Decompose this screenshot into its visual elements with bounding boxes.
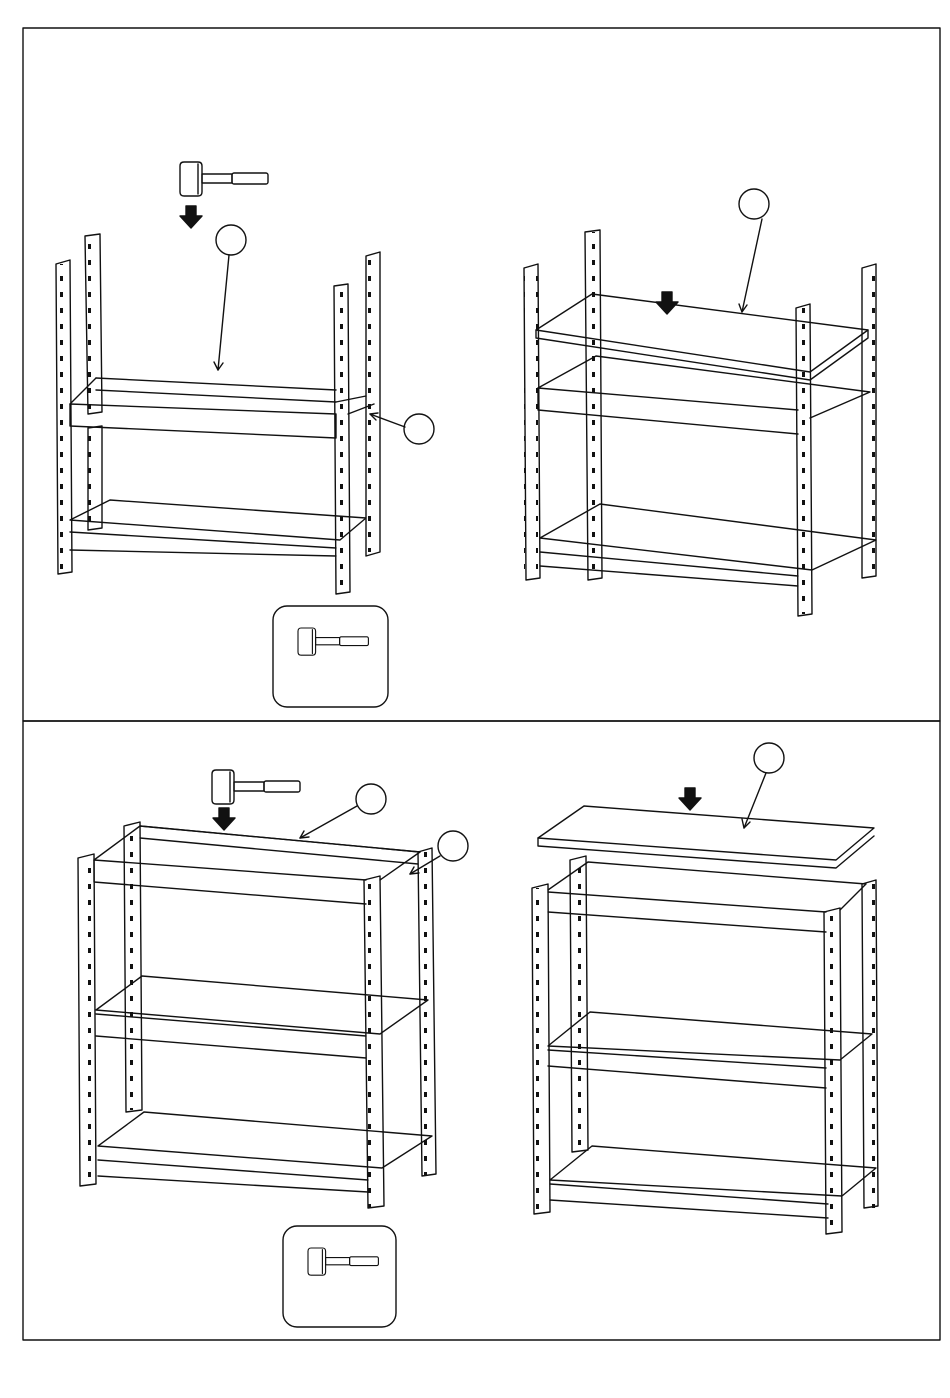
callout-circle — [356, 784, 386, 814]
callout-circle — [438, 831, 468, 861]
arrow-down-icon — [656, 292, 678, 314]
arrow-down-icon — [679, 788, 701, 810]
step-place-middle-shelf — [524, 189, 876, 616]
callout-circle — [404, 414, 434, 444]
tool-box — [273, 606, 388, 707]
step-frame-bottom-beam — [56, 162, 434, 707]
tool-box — [283, 1226, 396, 1327]
step-place-top-shelf — [532, 743, 878, 1234]
upright-post — [862, 880, 878, 1208]
upright-post — [78, 854, 96, 1186]
step-top-frame-beam — [78, 770, 468, 1327]
rubber-mallet-icon — [308, 1248, 378, 1275]
upright-post — [532, 884, 550, 1214]
upright-post — [524, 264, 540, 580]
upright-post — [862, 264, 876, 578]
panel-frame-bottom — [23, 721, 940, 1340]
upright-post — [364, 876, 384, 1208]
rubber-mallet-icon — [180, 162, 268, 196]
callout-circle — [754, 743, 784, 773]
rubber-mallet-icon — [212, 770, 300, 804]
upright-post — [418, 848, 436, 1176]
callout-circle — [739, 189, 769, 219]
shelf-panel — [538, 806, 874, 860]
callout-circle — [216, 225, 246, 255]
upright-post — [570, 856, 588, 1152]
arrow-down-icon — [180, 206, 202, 228]
rubber-mallet-icon — [298, 628, 368, 655]
upright-post — [585, 230, 602, 580]
arrow-down-icon — [213, 808, 235, 830]
upright-post — [124, 822, 142, 1112]
upright-post — [85, 234, 102, 530]
upright-post — [824, 908, 842, 1234]
